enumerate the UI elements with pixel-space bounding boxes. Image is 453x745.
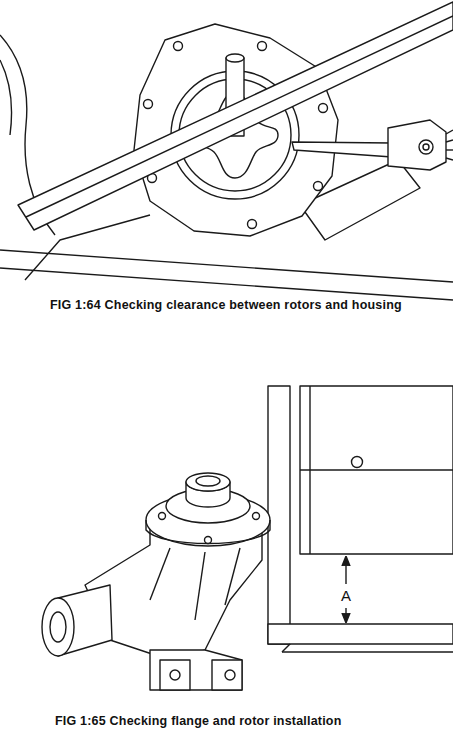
figure-caption: FIG 1:65 Checking flange and rotor insta… (55, 714, 449, 729)
try-square (268, 386, 453, 652)
base-casting (0, 35, 453, 300)
straight-edge (18, 2, 453, 230)
feeler-gauge (292, 120, 453, 170)
dimension-label: A (339, 588, 353, 604)
figure-caption: FIG 1:64 Checking clearance between roto… (50, 298, 446, 313)
pump-body (42, 473, 270, 690)
